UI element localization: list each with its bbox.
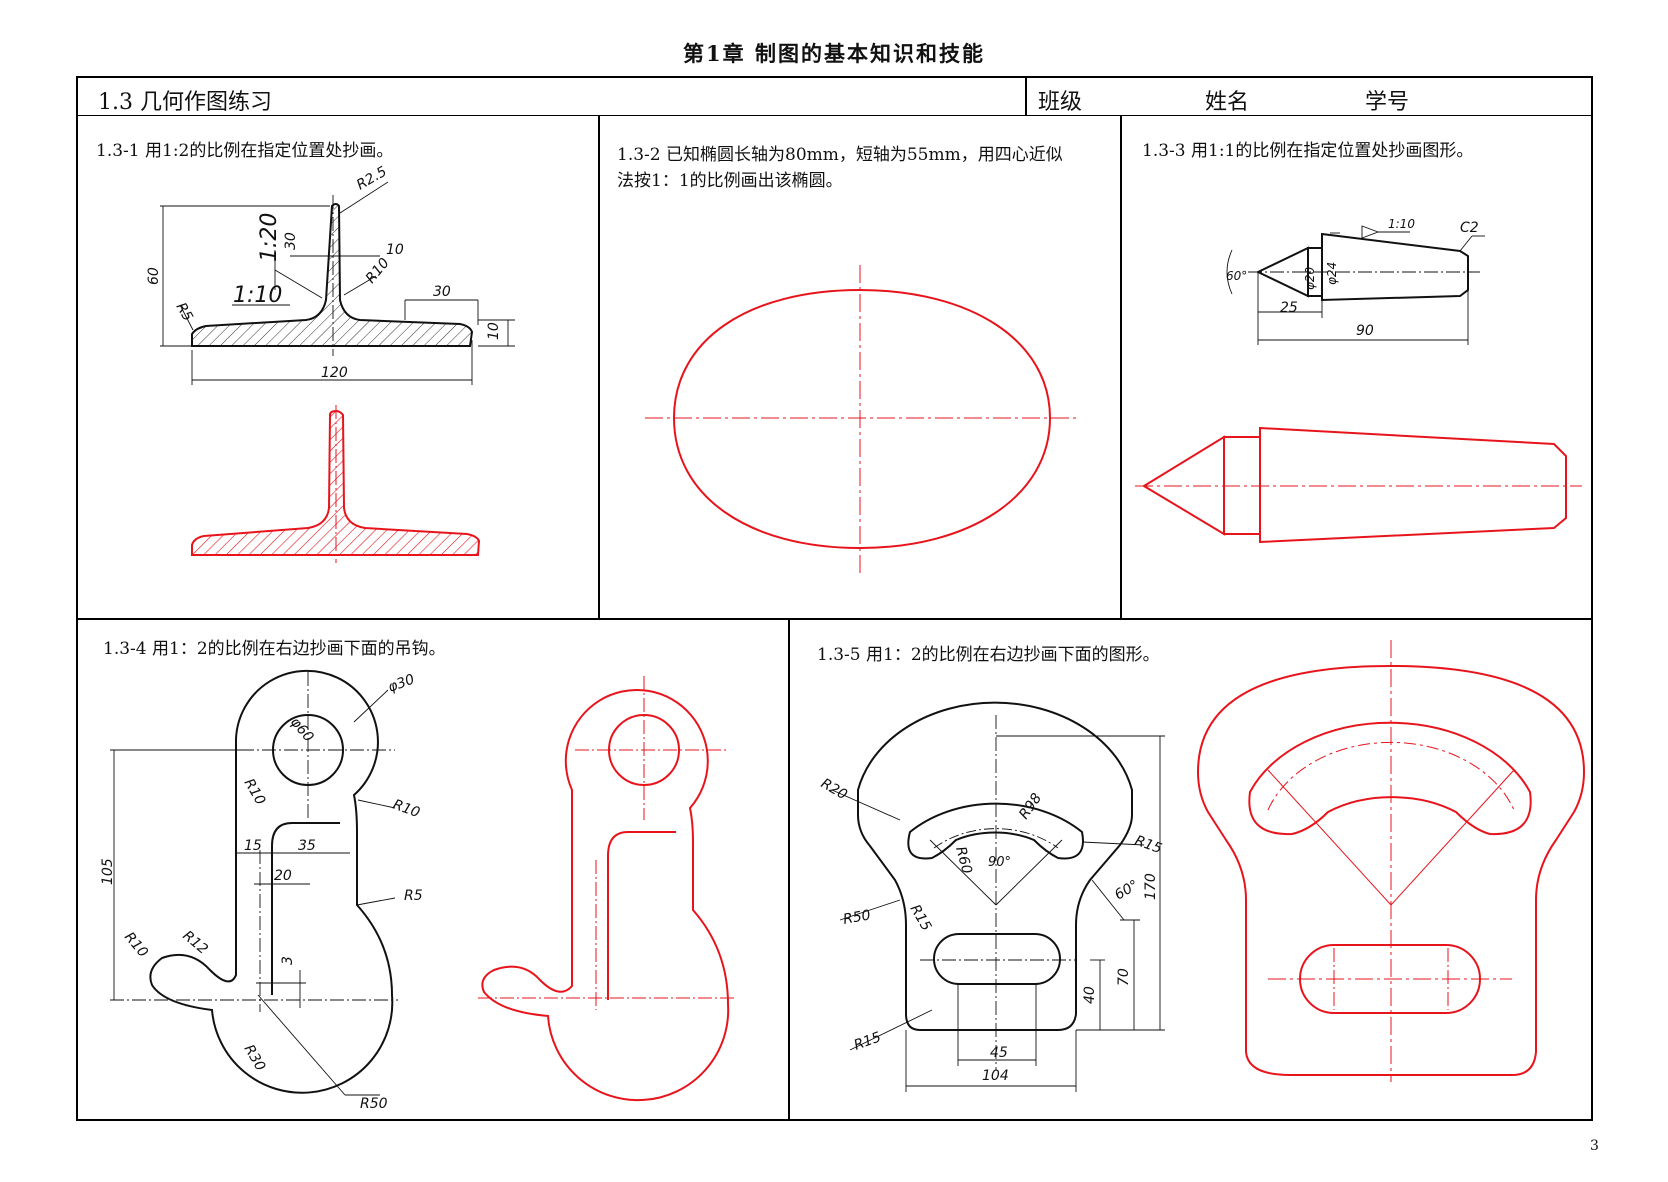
- dim-r30: R30: [241, 1042, 269, 1074]
- dim-slope-110: 1:10: [233, 283, 282, 308]
- dim-taper: 1:10: [1388, 217, 1415, 231]
- t-section-drawing: [160, 181, 515, 385]
- cell-divider-2: [1120, 116, 1122, 619]
- class-label: 班级: [1038, 90, 1083, 115]
- exercise-4-caption: 1.3-4 用1：2的比例在右边抄画下面的吊钩。: [103, 639, 446, 659]
- dim-r25: R2.5: [354, 164, 390, 194]
- dim-104: 104: [982, 1068, 1009, 1084]
- dim-r10-c: R10: [121, 929, 151, 960]
- t-section-dims: R2.5 30 1:20 10 60 R10 R5 1:10 30 10 120: [146, 164, 502, 381]
- exercise-5-caption: 1.3-5 用1：2的比例在右边抄画下面的图形。: [817, 645, 1160, 665]
- t-section-answer: [191, 405, 481, 563]
- worksheet-frame: [76, 76, 1593, 1121]
- plate-answer: [1196, 640, 1586, 1082]
- row-divider: [78, 618, 1591, 620]
- hook-answer: [478, 676, 735, 1102]
- dim-90: 90: [1356, 323, 1374, 339]
- exercise-1-caption: 1.3-1 用1:2的比例在指定位置处抄画。: [96, 141, 394, 161]
- lathe-centre-drawing: [1226, 225, 1485, 345]
- dim-r5: R5: [404, 888, 423, 904]
- dim-r98: R98: [1016, 790, 1045, 822]
- student-id-label: 学号: [1365, 90, 1410, 115]
- exercise-2-caption-line1: 1.3-2 已知椭圆长轴为80mm，短轴为55mm，用四心近似: [617, 145, 1063, 165]
- dim-45: 45: [990, 1045, 1008, 1061]
- cell-divider-1: [598, 116, 600, 619]
- hook-dims: φ30 φ60 R10 R10 15 35 20 105 R5 R10 R12 …: [100, 671, 423, 1112]
- section-title: 1.3 几何作图练习: [98, 90, 272, 115]
- dim-r10: R10: [363, 255, 393, 286]
- dim-c2: C2: [1460, 220, 1479, 236]
- name-label: 姓名: [1205, 90, 1250, 115]
- dim-70: 70: [1116, 968, 1132, 986]
- dim-r50: R50: [842, 907, 872, 928]
- ellipse-answer: [645, 265, 1080, 575]
- dim-phi24: φ24: [1325, 262, 1339, 285]
- dim-40: 40: [1082, 986, 1098, 1004]
- dim-105: 105: [100, 858, 116, 885]
- dim-60: 60: [146, 267, 162, 285]
- chapter-title: 第1章 制图的基本知识和技能: [683, 41, 985, 66]
- dim-r15-c: R15: [852, 1029, 883, 1053]
- dim-r10-b: R10: [391, 797, 422, 821]
- dim-170: 170: [1143, 873, 1159, 900]
- dim-35: 35: [298, 838, 316, 854]
- dim-r15-b: R15: [907, 902, 935, 934]
- dim-25: 25: [1280, 300, 1298, 316]
- hook-drawing: [110, 669, 398, 1096]
- lathe-centre-dims: 1:10 C2 60° φ20 φ24 25 90: [1226, 217, 1479, 339]
- dim-r20: R20: [818, 776, 850, 804]
- dim-90-angle: 90°: [988, 855, 1011, 870]
- plate-drawing: [831, 701, 1165, 1092]
- dim-3: 3: [280, 956, 296, 965]
- header-divider: [1025, 78, 1027, 116]
- plate-dims: R20 R98 R60 90° R15 60° 170 R50 R15 70 4…: [818, 776, 1164, 1084]
- dim-r15-a: R15: [1133, 833, 1164, 857]
- dim-15: 15: [244, 838, 262, 854]
- dim-60-angle-b: 60°: [1112, 877, 1142, 903]
- dim-20: 20: [274, 868, 292, 884]
- dim-phi20: φ20: [1303, 266, 1317, 290]
- dim-slope-120: 1:20: [257, 213, 282, 262]
- exercise-3-caption: 1.3-3 用1:1的比例在指定位置处抄画图形。: [1142, 141, 1474, 161]
- lathe-centre-answer: [1135, 426, 1582, 544]
- dim-30a: 30: [283, 232, 299, 250]
- dim-r50: R50: [360, 1096, 388, 1112]
- dim-r12: R12: [179, 928, 210, 958]
- dim-60-angle: 60°: [1226, 269, 1247, 283]
- dim-r60: R60: [952, 845, 975, 876]
- page-number: 3: [1590, 1138, 1599, 1154]
- dim-10b: 10: [486, 322, 502, 340]
- dim-30b: 30: [433, 284, 451, 300]
- dim-r10-a: R10: [241, 776, 269, 808]
- dim-10a: 10: [386, 242, 404, 258]
- exercise-2-caption-line2: 法按1：1的比例画出该椭圆。: [617, 171, 843, 191]
- cell-divider-3: [788, 619, 790, 1119]
- dim-r5: R5: [173, 300, 196, 324]
- dim-phi30: φ30: [386, 671, 417, 695]
- dim-120: 120: [321, 365, 348, 381]
- worksheet-header-row: [78, 78, 1591, 116]
